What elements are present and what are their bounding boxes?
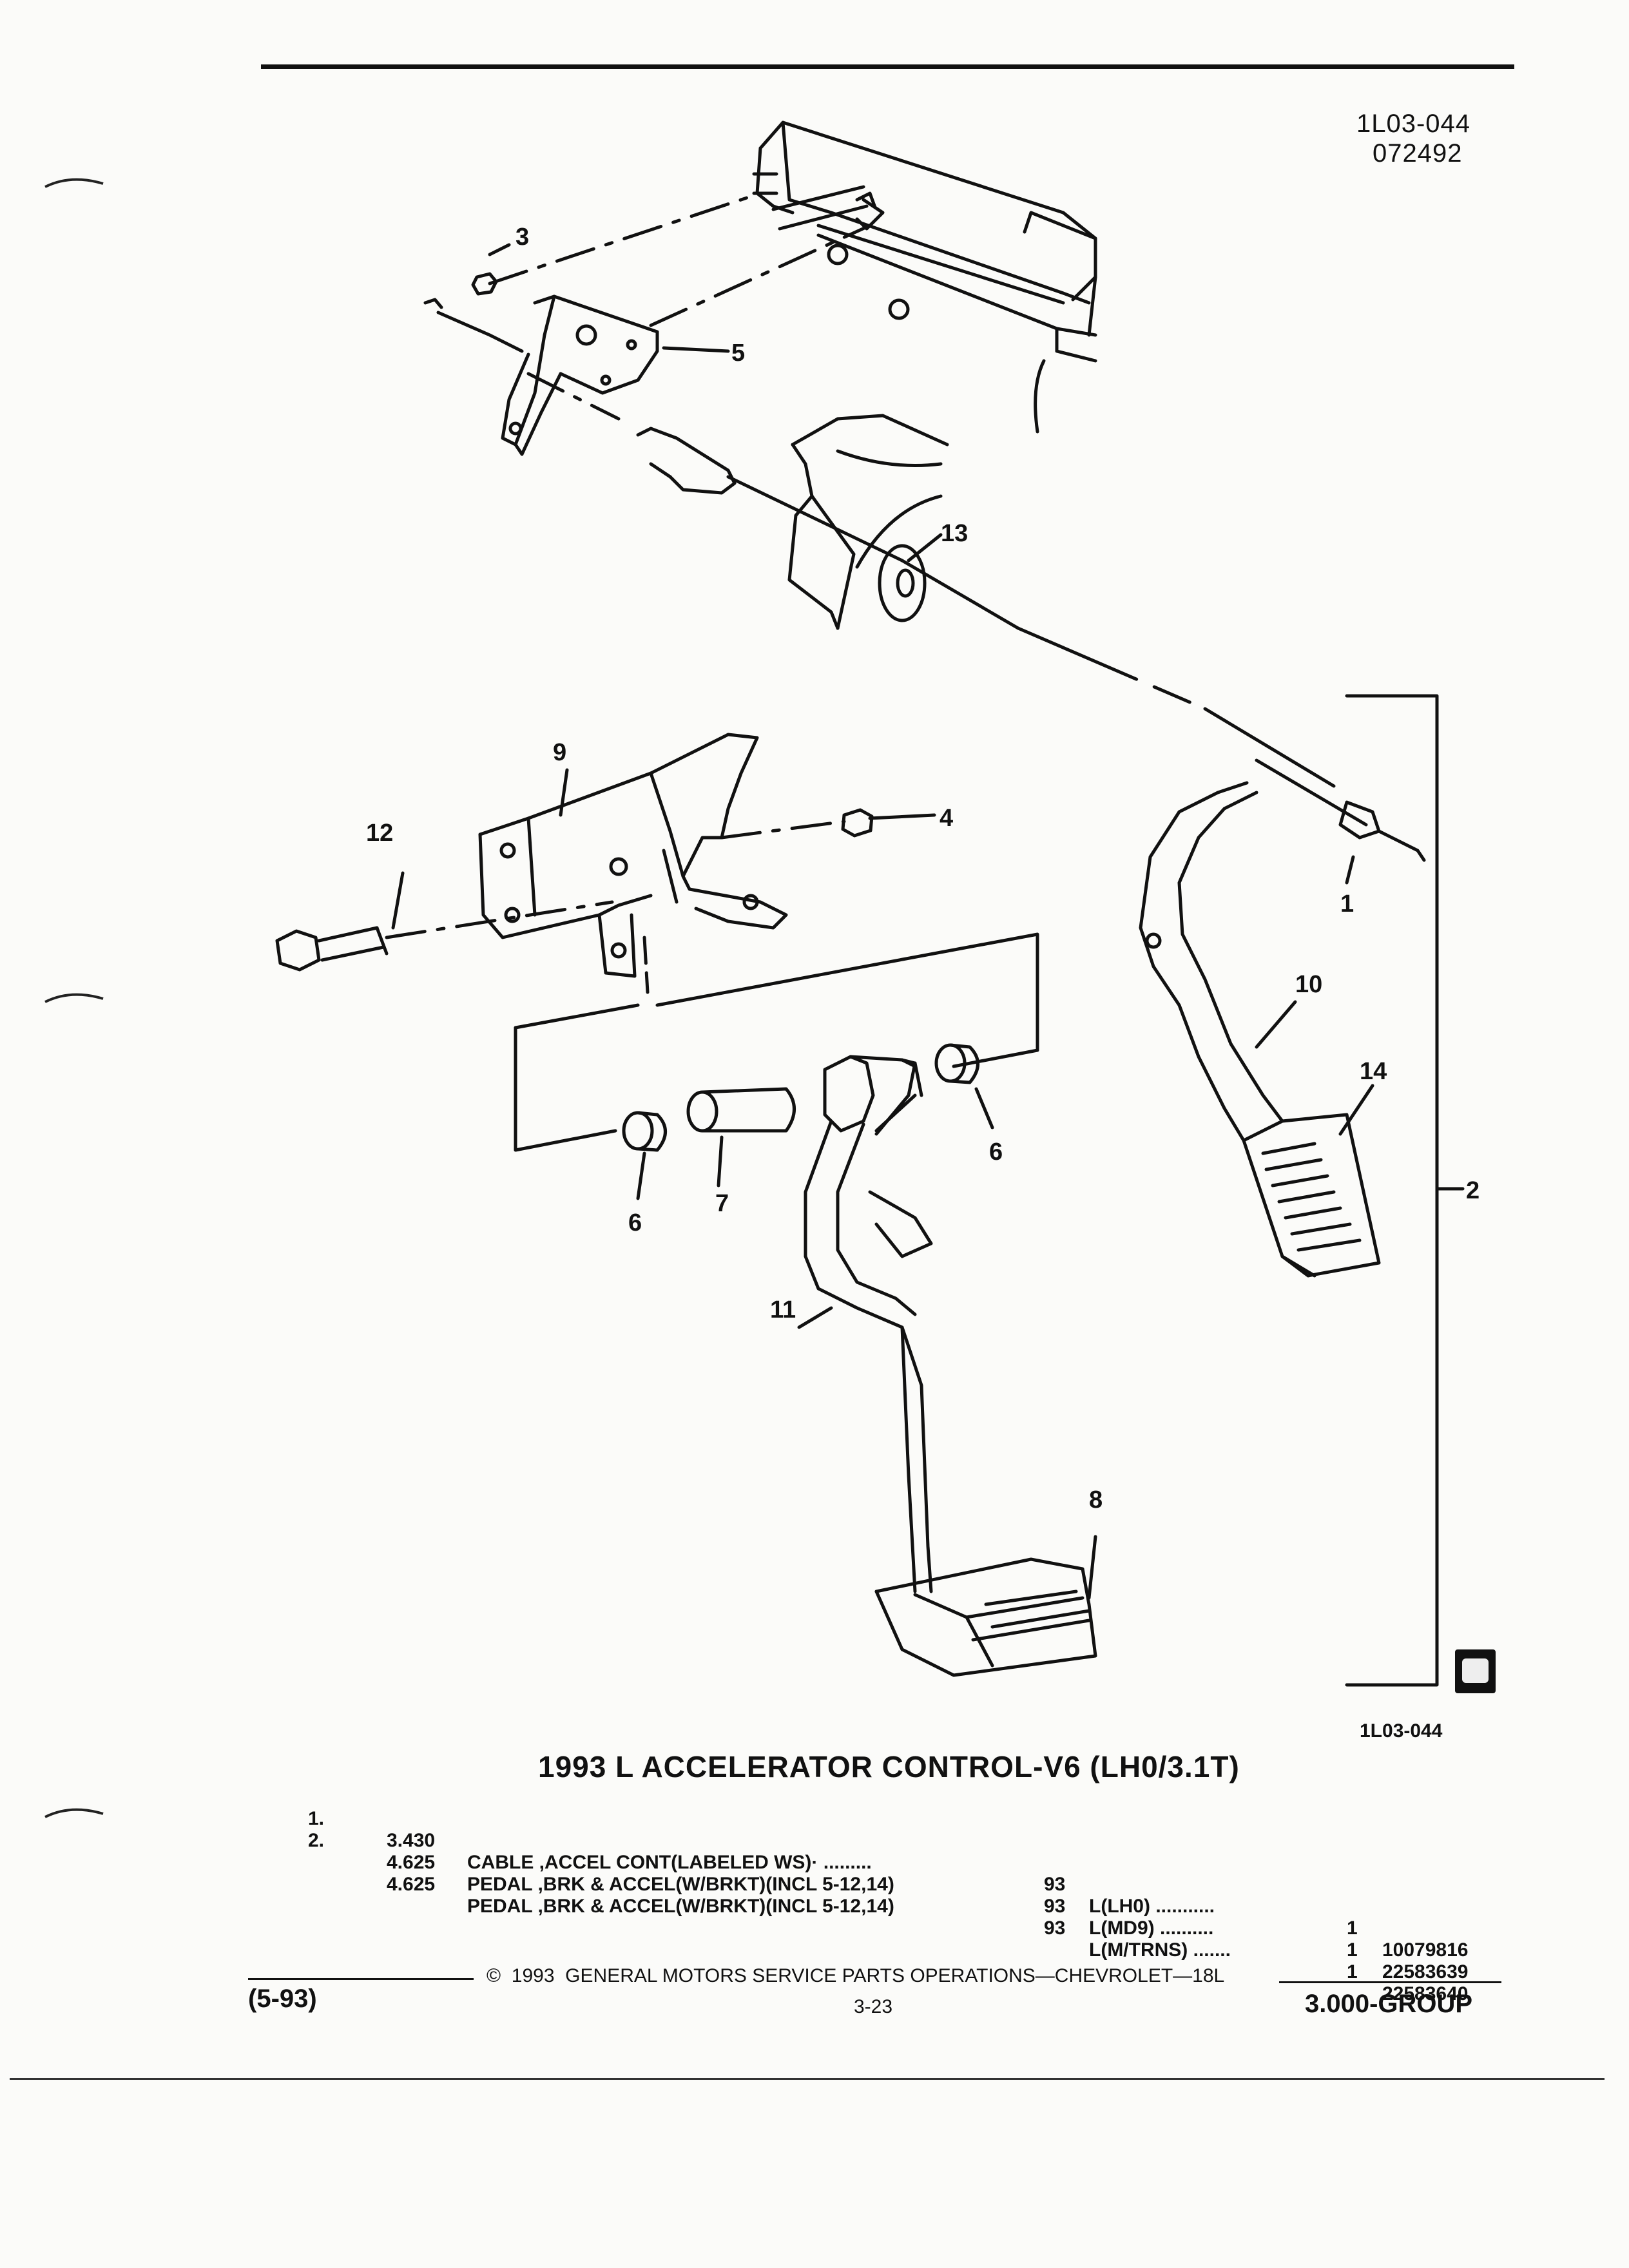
footer-rule-left — [248, 1978, 474, 1980]
top-rule — [261, 64, 1514, 69]
callout-3: 3 — [516, 224, 529, 251]
accel-cable — [636, 427, 1426, 862]
callout-5: 4 — [940, 805, 953, 832]
callout-labels: 3 5 13 9 4 12 1 10 14 6 2 7 6 11 8 — [366, 224, 1480, 1514]
callout-7: 7 — [715, 1190, 729, 1217]
item-description: CABLE ,ACCEL CONT(LABELED WS)· ......... — [467, 1852, 872, 1873]
bolt-12 — [275, 900, 614, 972]
callout-14: 14 — [1360, 1058, 1387, 1085]
item-usage: L(LH0) ........... — [1089, 1896, 1215, 1917]
item-description: PEDAL ,BRK & ACCEL(W/BRKT)(INCL 5-12,14) — [467, 1896, 894, 1917]
bracket-9 — [478, 733, 788, 978]
callout-11: 11 — [770, 1296, 796, 1323]
item-number: 1. — [308, 1808, 325, 1829]
item-description: PEDAL ,BRK & ACCEL(W/BRKT)(INCL 5-12,14) — [467, 1874, 894, 1895]
footer-rule-right — [1279, 1981, 1501, 1983]
item-code: 3.430 — [387, 1830, 436, 1851]
item-part-number: 22583640 — [1382, 1983, 1469, 2004]
gm-spo-logo — [1455, 1649, 1496, 1693]
item-part-number: 22583639 — [1382, 1961, 1469, 1983]
clip — [423, 298, 524, 353]
firewall-structure — [752, 120, 1097, 434]
accel-pedal-10 — [1139, 781, 1381, 1278]
callout-13: 13 — [941, 520, 968, 547]
callout-6b: 6 — [628, 1209, 642, 1236]
bottom-rule — [10, 2078, 1605, 2080]
table-row: 4.625 PEDAL ,BRK & ACCEL(W/BRKT)(INCL 5-… — [0, 1830, 1468, 2027]
table-row: 2. 4.625 PEDAL ,BRK & ACCEL(W/BRKT)(INCL… — [0, 1808, 1468, 2005]
item-usage: L(MD9) .......... — [1089, 1917, 1214, 1939]
nut-3 — [471, 272, 498, 296]
item-qty: 1 — [1347, 1939, 1358, 1961]
grommet-13-panel — [787, 414, 949, 630]
callout-6a: 6 — [989, 1139, 1003, 1166]
callout-10: 10 — [1295, 971, 1322, 998]
copyright-notice: © 1993 GENERAL MOTORS SERVICE PARTS OPER… — [487, 1965, 1225, 1986]
item-number: 2. — [308, 1830, 325, 1851]
table-row: 1. 3.430 CABLE ,ACCEL CONT(LABELED WS)· … — [0, 1786, 1468, 1983]
item-part-number: 10079816 — [1382, 1939, 1469, 1961]
callout-4: 5 — [731, 340, 745, 367]
revision-code: (5-93) — [248, 1984, 317, 2013]
item-year: 93 — [1044, 1917, 1066, 1939]
bushing-6a — [622, 1111, 667, 1152]
catalog-title: 1993 L ACCELERATOR CONTROL-V6 (LH0/3.1T) — [538, 1750, 1240, 1783]
illustration-code: 1L03-044 — [1356, 110, 1471, 138]
item-qty: 1 — [1347, 1961, 1358, 1983]
brake-pedal-11 — [804, 1055, 1097, 1677]
group-label: 3.000-GROUP — [1305, 1990, 1473, 2018]
date-code: 072492 — [1373, 139, 1463, 168]
item-code: 4.625 — [387, 1852, 436, 1873]
item-qty: 1 — [1347, 1917, 1358, 1939]
item-code: 4.625 — [387, 1874, 436, 1895]
figure-reference: 1L03-044 — [1360, 1720, 1443, 1742]
page-number: 3-23 — [854, 1996, 893, 2017]
item-year: 93 — [1044, 1896, 1066, 1917]
item-usage: L(M/TRNS) ....... — [1089, 1939, 1231, 1961]
bushing-6b — [934, 1043, 979, 1084]
item-year: 93 — [1044, 1874, 1066, 1895]
callout-12: 12 — [366, 820, 393, 847]
callout-2: 2 — [1466, 1177, 1480, 1204]
callout-1: 1 — [1340, 890, 1354, 918]
nut-5 — [841, 808, 874, 838]
callout-8: 8 — [1089, 1486, 1103, 1514]
bracket-4 — [501, 294, 659, 456]
sleeve-7 — [686, 1087, 796, 1133]
callout-9: 9 — [553, 739, 566, 766]
